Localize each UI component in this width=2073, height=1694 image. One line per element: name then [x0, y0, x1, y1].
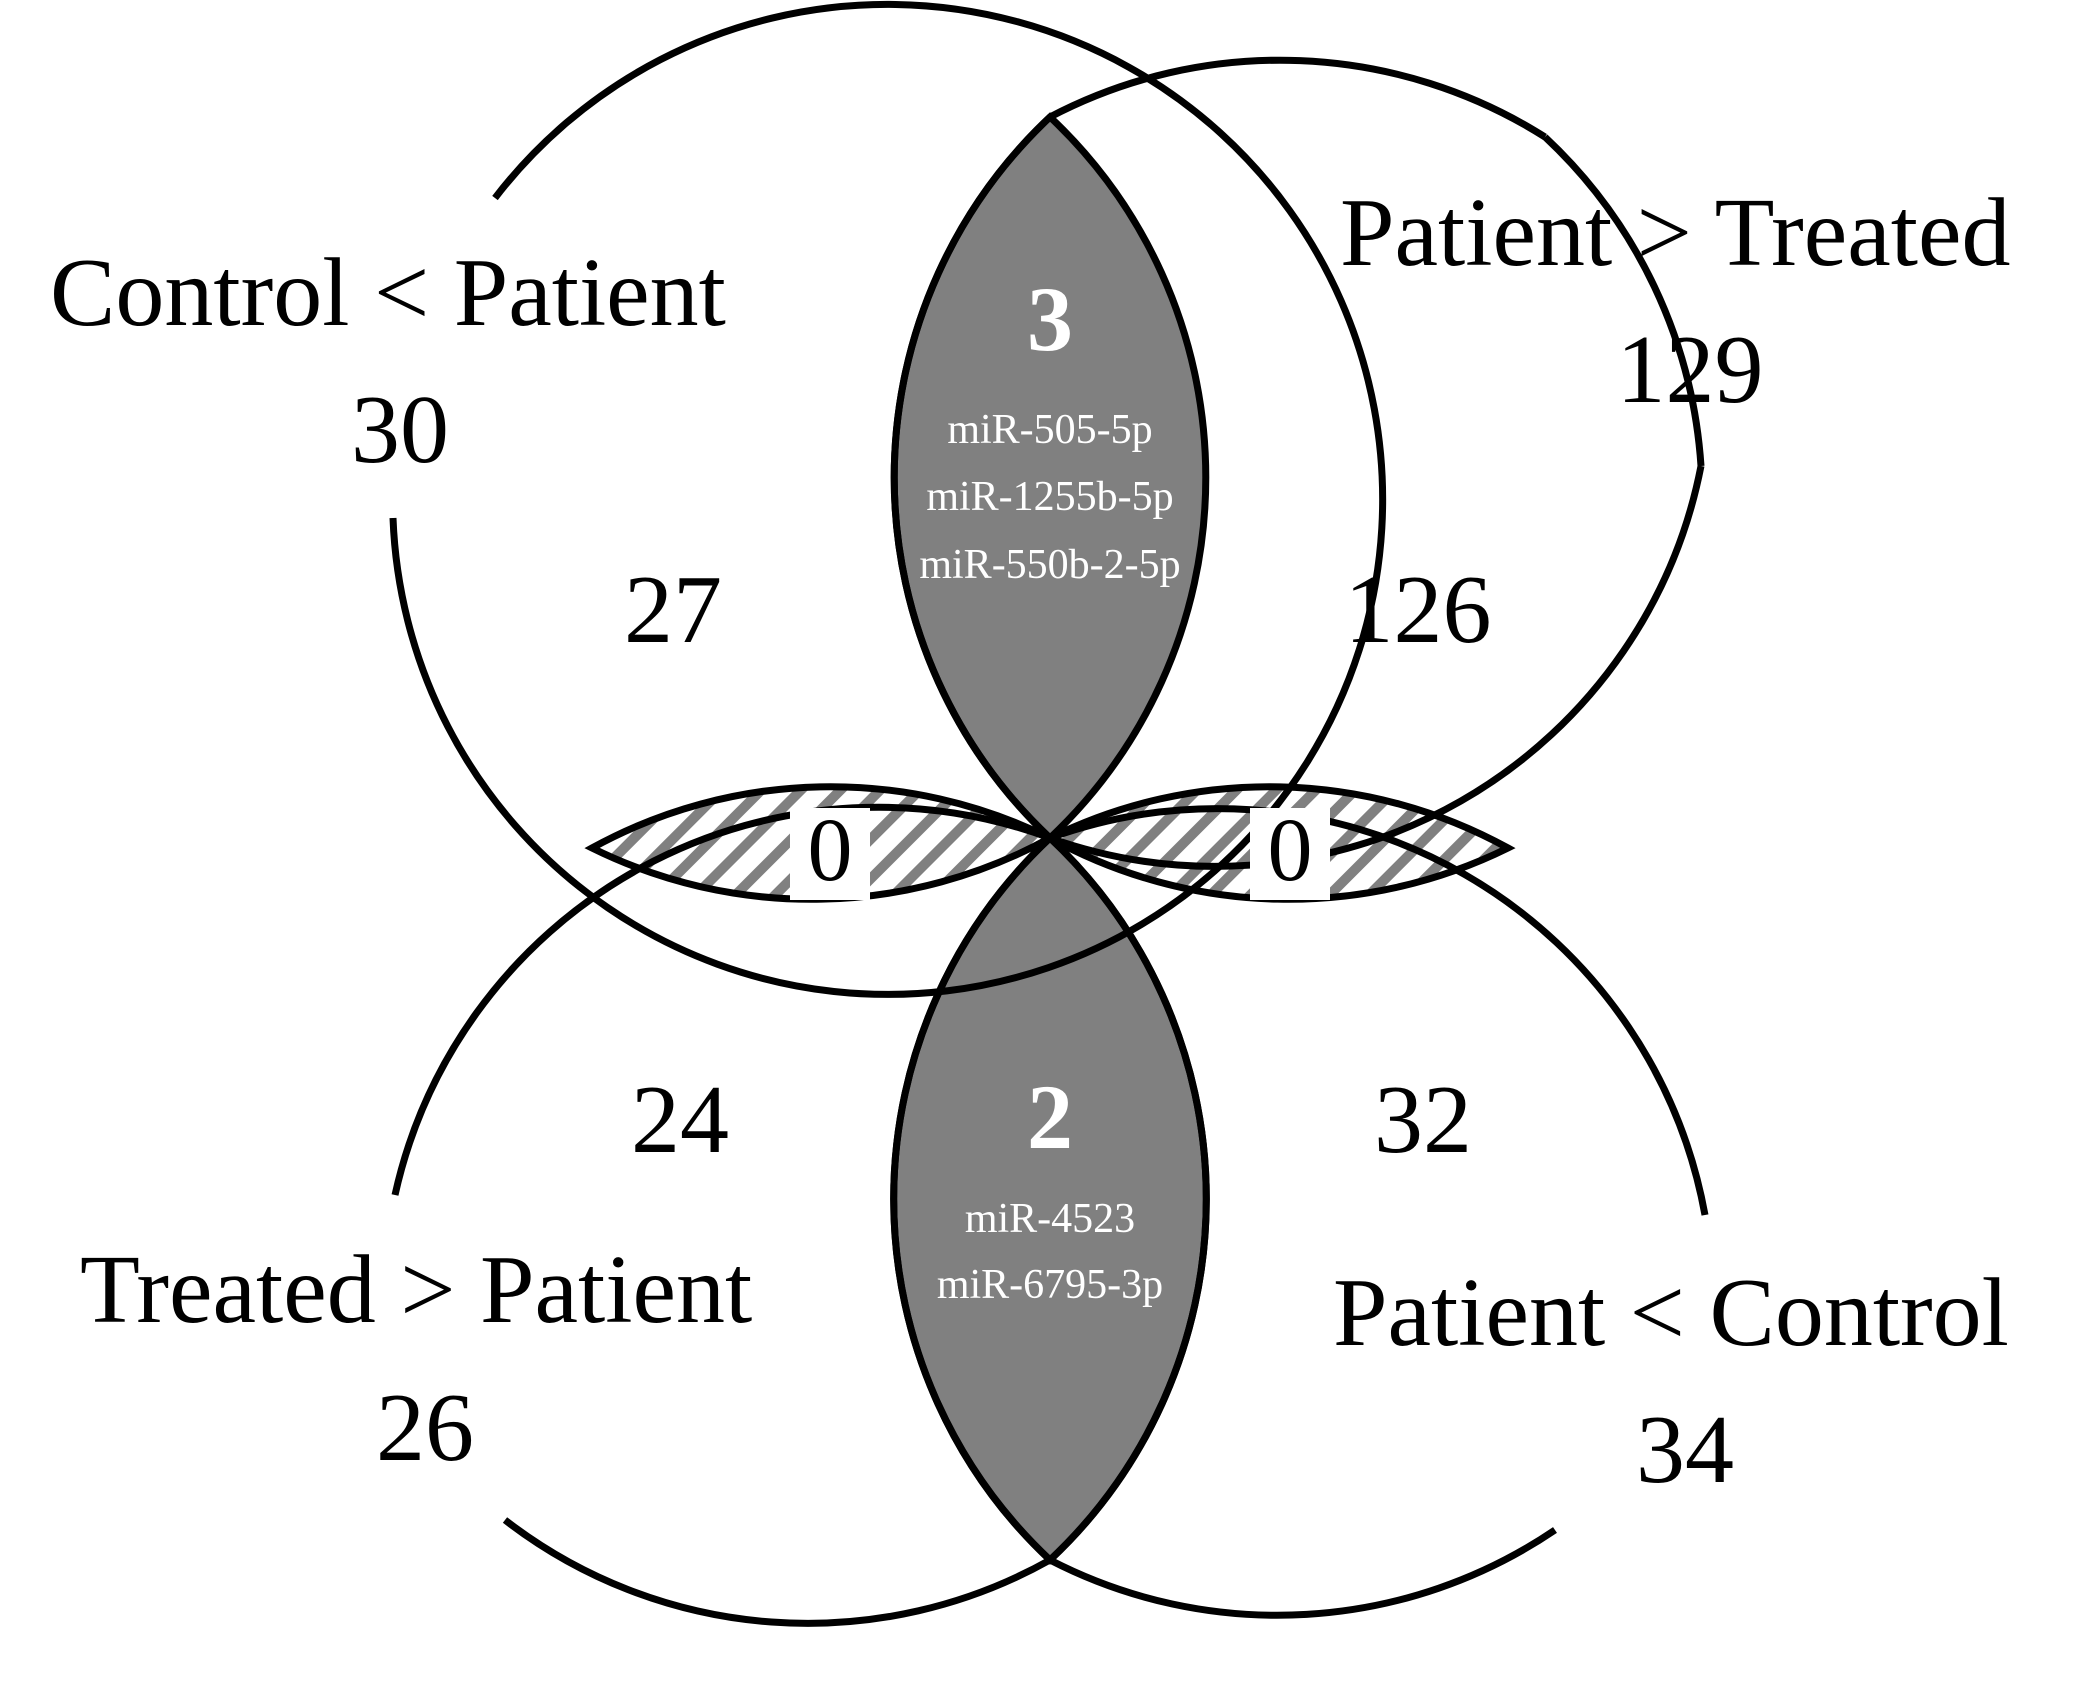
total-bottom-left: 26 [376, 1374, 474, 1482]
circle-bottom-right [890, 805, 1709, 1619]
exclusive-bottom-right: 32 [1374, 1066, 1472, 1174]
left-zero-background [790, 808, 870, 900]
circle-top-right [1542, 134, 1705, 467]
right-intersection-count: 0 [1268, 801, 1313, 900]
bottom-mirna-2: miR-6795-3p [937, 1262, 1163, 1308]
title-bottom-right: Patient < Control [1333, 1259, 2009, 1367]
exclusive-bottom-left: 24 [631, 1066, 729, 1174]
exclusive-top-right: 126 [1345, 556, 1492, 664]
left-intersection-count: 0 [808, 801, 853, 900]
bottom-intersection-count: 2 [1027, 1066, 1073, 1168]
title-top-left: Control < Patient [50, 239, 726, 347]
total-top-left: 30 [351, 376, 449, 484]
exclusive-top-left: 27 [624, 556, 722, 664]
right-zero-background [1250, 808, 1330, 900]
bottom-mirna-1: miR-4523 [965, 1196, 1135, 1242]
title-top-right: Patient > Treated [1340, 179, 2010, 287]
top-intersection-count: 3 [1027, 268, 1073, 370]
circle-top-left [389, 0, 1387, 998]
total-bottom-right: 34 [1636, 1396, 1734, 1504]
top-mirna-1: miR-505-5p [947, 407, 1152, 453]
total-top-right: 129 [1617, 316, 1764, 424]
top-mirna-3: miR-550b-2-5p [919, 542, 1180, 588]
top-mirna-2: miR-1255b-5p [926, 474, 1173, 520]
title-bottom-left: Treated > Patient [80, 1236, 752, 1344]
circle-bottom-left [391, 803, 1210, 1627]
circle-top-right-lower [890, 56, 1705, 870]
